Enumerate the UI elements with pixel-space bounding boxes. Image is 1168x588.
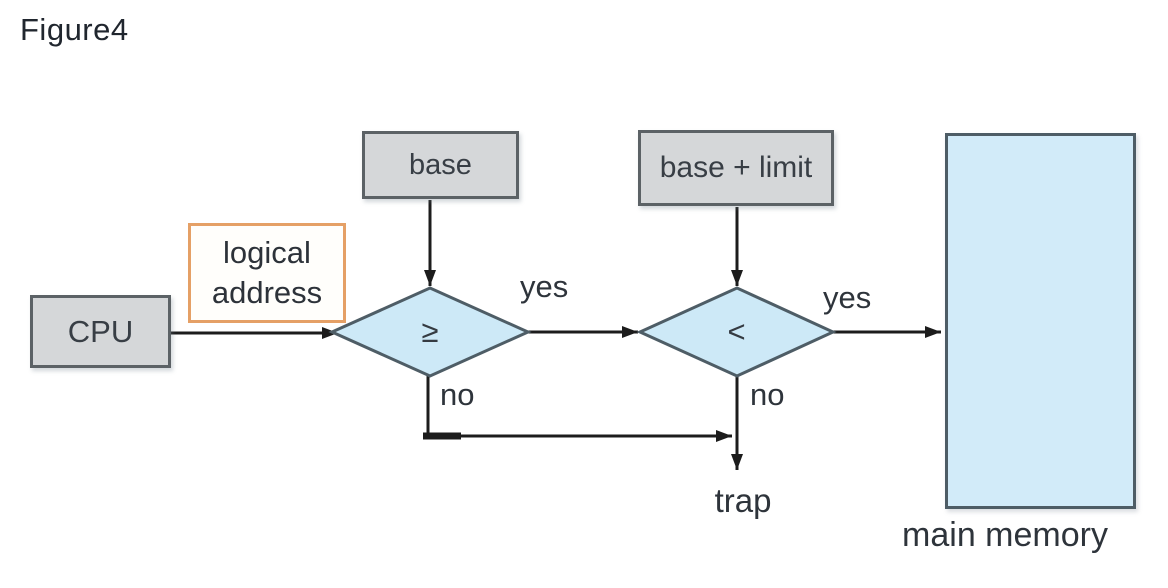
cpu-box: CPU xyxy=(30,295,171,368)
base-plus-limit-register-box: base + limit xyxy=(638,130,834,206)
logical-address-callout: logical address xyxy=(188,223,346,323)
base-plus-limit-label: base + limit xyxy=(659,151,813,184)
figure-title: Figure4 xyxy=(20,12,129,47)
logical-address-label: logical address xyxy=(211,235,323,310)
no-label-lower-check: no xyxy=(440,377,475,412)
base-register-label: base xyxy=(409,148,472,181)
lower-bound-check-diamond xyxy=(328,286,532,378)
main-memory-label: main memory xyxy=(902,516,1108,554)
upper-bound-check-diamond xyxy=(636,286,837,378)
cpu-label: CPU xyxy=(67,313,134,349)
yes-label-lower-check: yes xyxy=(520,269,569,304)
main-memory-box xyxy=(945,133,1136,509)
trap-label: trap xyxy=(714,482,772,519)
yes-label-upper-check: yes xyxy=(823,280,872,315)
base-register-box: base xyxy=(362,131,519,199)
no-label-upper-check: no xyxy=(750,377,785,412)
